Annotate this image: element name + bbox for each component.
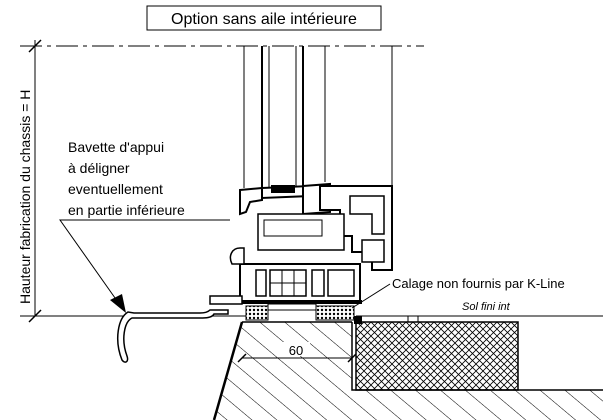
seal-block [354,316,362,324]
dim60-label-bg [282,342,310,356]
sill-bar [238,300,362,304]
dimension-tick-top [28,39,42,53]
frame-profile [239,182,393,303]
sol-fini-label: Sol fini int [462,301,511,313]
wall-step-edge [351,322,603,391]
note-leader-line [59,219,230,306]
masonry-hatch [214,322,352,420]
title-text: Option sans aile intérieure [171,11,357,28]
dimension-60-label: 60 [289,343,303,358]
title-box [146,5,382,31]
wall-edge [212,321,244,420]
shim-right [315,305,355,321]
note-leader-arrow [110,294,126,313]
drip-profile [229,247,245,265]
calage-callout: Calage non fournis par K-Line [392,276,565,291]
packer [267,303,317,311]
note-line-1: Bavette d'appui [68,139,164,155]
insulation-block [355,321,519,391]
calage-leader [351,283,391,309]
dim60-tick-left [237,353,247,363]
glazing-unit [243,46,393,188]
masonry-hatch-lower [352,390,603,420]
sill-cap [209,295,243,305]
vertical-height-label: Hauteur fabrication du chassis = H [17,90,33,304]
shim-left [245,305,269,321]
dim60-tick-right [347,353,357,363]
note-line-3: eventuellement [68,181,163,197]
note-line-4: en partie inférieure [68,202,185,218]
sill-drip-bavette [116,309,229,363]
note-line-2: à déligner [68,160,130,176]
bavette-note: Bavette d'appui à déligner eventuellemen… [68,139,185,218]
